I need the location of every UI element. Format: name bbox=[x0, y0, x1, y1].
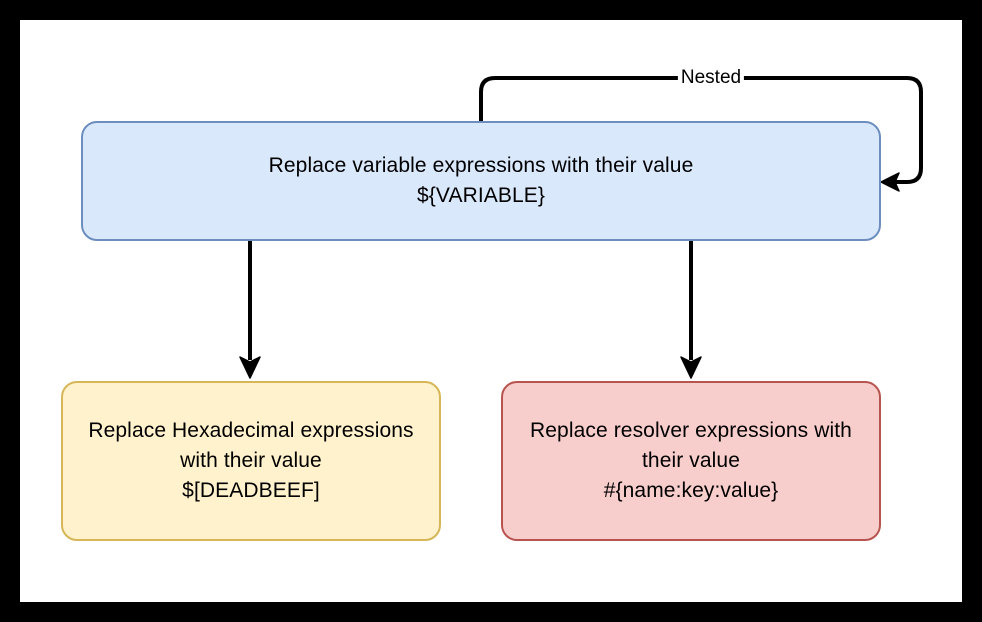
diagram-canvas: Nested Replace variable expressions with… bbox=[20, 20, 962, 602]
edge-label-nested: Nested bbox=[677, 67, 745, 89]
edge-self-loop-nested bbox=[479, 76, 923, 184]
edge-self-loop-arrowhead bbox=[880, 172, 900, 192]
node-replace-hexadecimal-expressions[interactable]: Replace Hexadecimal expressions with the… bbox=[61, 381, 441, 541]
node-replace-resolver-expressions[interactable]: Replace resolver expressions with their … bbox=[501, 381, 881, 541]
node-replace-variable-expressions[interactable]: Replace variable expressions with their … bbox=[81, 121, 881, 241]
edge-variable-to-resolver-arrowhead bbox=[680, 356, 702, 379]
edge-variable-to-hexadecimal-arrowhead bbox=[239, 356, 261, 379]
edge-layer bbox=[239, 76, 923, 379]
